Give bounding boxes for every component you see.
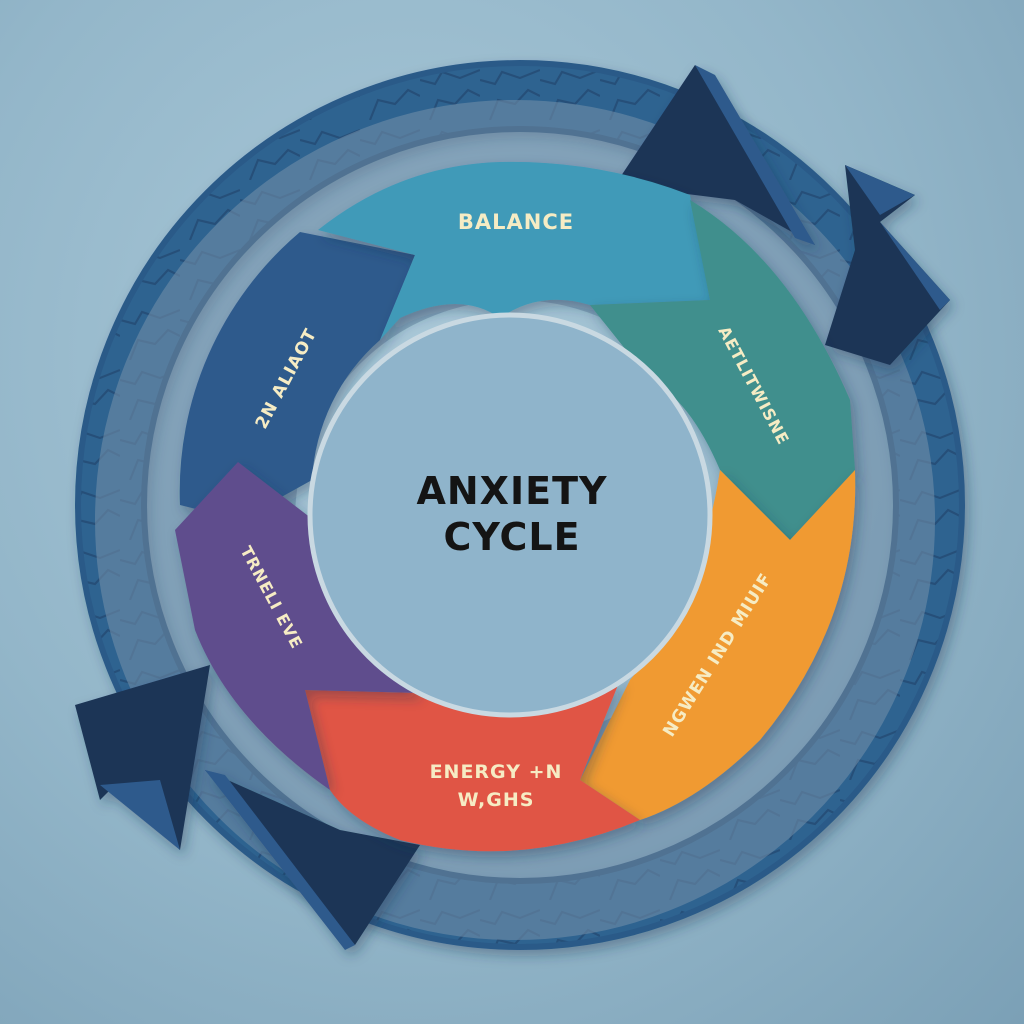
center-title-line2: CYCLE xyxy=(443,515,581,559)
segment-red-label-line2: W,GHS xyxy=(458,789,535,811)
center-title-line1: ANXIETY xyxy=(416,469,608,513)
segment-purple[interactable]: TRNELI EVE xyxy=(175,462,420,790)
center-disc xyxy=(307,312,713,718)
outer-arrow-right-icon xyxy=(825,165,950,365)
segment-red-label-line1: ENERGY +N xyxy=(430,761,563,783)
outer-arrow-bottom-icon xyxy=(205,770,420,950)
segment-red[interactable]: ENERGY +N W,GHS xyxy=(305,680,640,852)
outer-arrow-top-right-icon xyxy=(615,65,815,245)
segment-balance[interactable]: BALANCE xyxy=(318,161,710,340)
segment-navy[interactable]: 2N ALIAOT xyxy=(179,232,415,520)
segment-balance-label: BALANCE xyxy=(458,210,574,234)
segment-teal[interactable]: AETLITWISNE xyxy=(590,200,855,540)
center-title: ANXIETY CYCLE xyxy=(362,468,662,560)
outer-arrow-left-icon xyxy=(75,665,210,850)
